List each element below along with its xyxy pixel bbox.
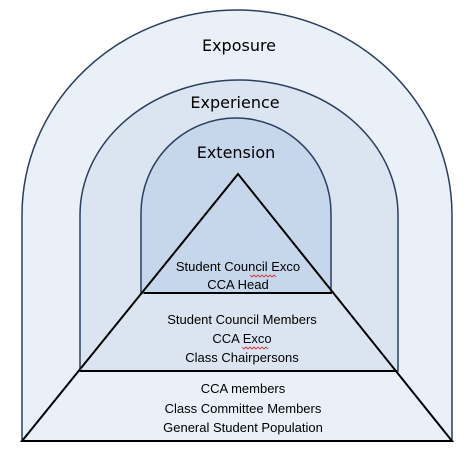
exposure-label: Exposure — [202, 36, 276, 55]
middle-tier-line-2: CCA Exco — [212, 331, 271, 346]
middle-tier-line-3: Class Chairpersons — [185, 350, 299, 365]
spellcheck-squiggle-exco-middle — [241, 346, 269, 350]
top-tier-line-1: Student Council Exco — [176, 259, 300, 274]
extension-arch — [140, 117, 332, 294]
experience-label: Experience — [190, 93, 279, 112]
bottom-tier-line-1: CCA members — [201, 381, 286, 396]
middle-tier-line-1: Student Council Members — [167, 312, 317, 327]
spellcheck-squiggle-exco-top — [249, 274, 277, 278]
top-tier-line-2: CCA Head — [207, 277, 268, 292]
bottom-tier-line-3: General Student Population — [163, 420, 323, 435]
extension-label: Extension — [197, 143, 276, 162]
pyramid-triangle — [19, 172, 455, 442]
bottom-tier-line-2: Class Committee Members — [165, 401, 322, 416]
